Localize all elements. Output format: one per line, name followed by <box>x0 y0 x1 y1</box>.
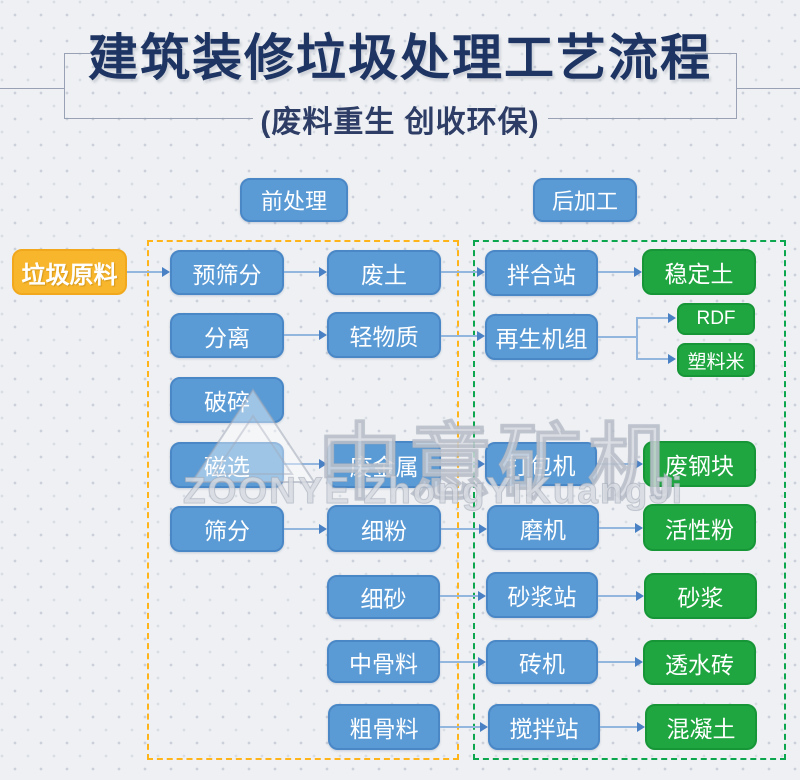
node-mixing-station: 拌合站 <box>485 250 598 296</box>
arrowhead <box>162 267 170 277</box>
arrowhead <box>637 722 645 732</box>
arrowhead <box>478 591 486 601</box>
node-mortar-station: 砂浆站 <box>486 572 598 618</box>
page-subtitle: (废料重生 创收环保) <box>260 106 540 139</box>
node-light-material: 轻物质 <box>327 312 441 358</box>
node-concrete: 混凝土 <box>645 704 757 750</box>
node-crushing: 破碎 <box>170 377 284 423</box>
node-grinding-mill: 磨机 <box>487 505 599 550</box>
node-fine-powder: 细粉 <box>327 505 441 552</box>
node-scrap-steel-block: 废钢块 <box>643 441 756 487</box>
decor-line-right-subtitle <box>548 118 736 119</box>
arrow-magnetic-to-scrapmetal <box>284 463 320 465</box>
node-batching-station: 搅拌站 <box>488 704 600 750</box>
section-label-pre-process: 前处理 <box>240 178 348 222</box>
node-raw-material: 垃圾原料 <box>12 249 127 295</box>
pre-process-region <box>147 240 459 760</box>
arrow-baler-to-steelblock <box>597 463 636 465</box>
arrowhead <box>634 267 642 277</box>
node-mortar: 砂浆 <box>644 573 757 619</box>
arrow-coarseaggregate-to-batching <box>440 726 481 728</box>
arrow-prescreen-to-wastesoil <box>284 271 320 273</box>
arrow-separation-to-lightmaterial <box>284 334 320 336</box>
arrowhead <box>636 591 644 601</box>
arrow-finepowder-to-mill <box>441 528 480 530</box>
arrow-lightmaterial-to-regenunit <box>441 335 478 337</box>
node-pre-screening: 预筛分 <box>170 250 284 295</box>
arrow-mill-to-activepowder <box>599 527 636 529</box>
node-separation: 分离 <box>170 313 284 358</box>
arrowhead <box>319 267 327 277</box>
arrowhead <box>319 524 327 534</box>
arrowhead <box>477 331 485 341</box>
decor-line-right-title <box>695 53 736 54</box>
node-permeable-brick: 透水砖 <box>643 640 756 685</box>
decor-line-left-subtitle <box>65 118 253 119</box>
arrow-medaggregate-to-brickmachine <box>440 661 479 663</box>
arrow-raw-to-prescreen <box>127 271 163 273</box>
arrowhead <box>477 267 485 277</box>
arrow-branch-to-plastic <box>636 358 669 360</box>
node-active-powder: 活性粉 <box>643 504 756 551</box>
post-process-region <box>473 240 786 760</box>
node-coarse-aggregate: 粗骨料 <box>328 704 440 750</box>
arrowhead <box>477 459 485 469</box>
arrow-brickmachine-to-permeablebrick <box>598 661 636 663</box>
decor-line-left-outer <box>0 88 64 89</box>
node-medium-aggregate: 中骨料 <box>327 640 440 683</box>
arrow-branch-to-rdf <box>636 317 669 319</box>
arrowhead <box>479 524 487 534</box>
node-rdf: RDF <box>677 303 755 335</box>
arrowhead <box>319 330 327 340</box>
arrow-finesand-to-mortarstation <box>440 595 479 597</box>
arrowhead <box>635 459 643 469</box>
arrowhead <box>668 354 676 364</box>
arrowhead <box>668 313 676 323</box>
node-plastic-pellets: 塑料米 <box>677 343 755 377</box>
node-screening: 筛分 <box>170 506 284 552</box>
decor-line-left-vertical <box>64 53 65 119</box>
node-scrap-metal: 废金属 <box>327 441 441 488</box>
node-baling-machine: 打包机 <box>485 442 597 486</box>
page-title: 建筑装修垃圾处理工艺流程 <box>88 30 712 86</box>
decor-line-right-outer <box>736 88 800 89</box>
node-regeneration-unit: 再生机组 <box>485 314 598 360</box>
node-fine-sand: 细砂 <box>327 575 440 619</box>
node-stabilized-soil: 稳定土 <box>642 249 756 295</box>
arrow-branch-vertical <box>636 317 638 360</box>
decor-line-left-title <box>65 53 105 54</box>
arrow-scrapmetal-to-baler <box>441 463 478 465</box>
node-brick-machine: 砖机 <box>486 640 598 684</box>
node-waste-soil: 废土 <box>327 250 441 295</box>
arrow-mortarstation-to-mortar <box>598 595 637 597</box>
section-label-post-process: 后加工 <box>533 178 637 222</box>
arrow-batching-to-concrete <box>600 726 638 728</box>
arrowhead <box>480 722 488 732</box>
decor-line-right-vertical <box>736 53 737 119</box>
node-magnetic-separation: 磁选 <box>170 442 284 488</box>
arrow-mixingstation-to-stabilizedsoil <box>598 271 635 273</box>
arrowhead <box>478 657 486 667</box>
arrowhead <box>635 657 643 667</box>
arrow-wastesoil-to-mixingstation <box>441 271 478 273</box>
arrowhead <box>635 523 643 533</box>
arrow-regenunit-branch-line <box>598 336 638 338</box>
arrowhead <box>319 459 327 469</box>
arrow-screening-to-finepowder <box>284 528 320 530</box>
